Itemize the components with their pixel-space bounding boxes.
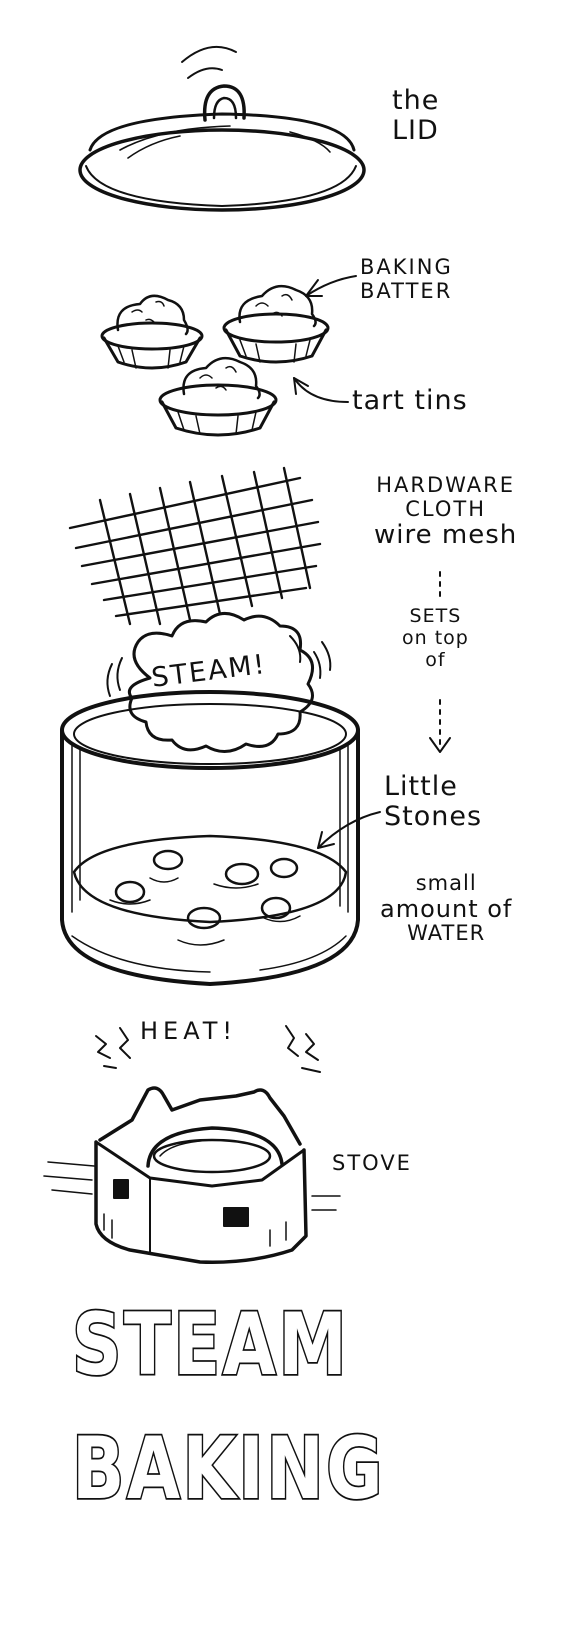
label-heat: HEAT!: [140, 1017, 238, 1045]
label-hardware-cloth: HARDWARE CLOTH wire mesh: [374, 473, 518, 551]
tart-tin-left: [100, 294, 204, 370]
steam-cloud-drawing: [106, 612, 332, 753]
lid-drawing: [78, 45, 366, 212]
pot-drawing: [60, 690, 381, 986]
label-water: small amount of WATER: [380, 871, 513, 946]
label-baking-batter: BAKING BATTER: [360, 255, 453, 303]
tart-tin-front: [158, 356, 278, 437]
title-line-1: STEAM: [71, 1295, 350, 1395]
tart-tin-right: [222, 284, 330, 364]
label-stove: STOVE: [332, 1151, 412, 1175]
wire-mesh-drawing: [68, 466, 322, 626]
label-lid: the LID: [392, 85, 440, 147]
label-sets-on-top-of: SETS on top of: [402, 605, 469, 671]
title-line-2: BAKING: [71, 1419, 386, 1519]
heat-lines: [95, 1025, 321, 1073]
label-little-stones: Little Stones: [384, 771, 483, 833]
stove-drawing: [43, 1086, 341, 1264]
label-tart-tins: tart tins: [352, 385, 468, 416]
